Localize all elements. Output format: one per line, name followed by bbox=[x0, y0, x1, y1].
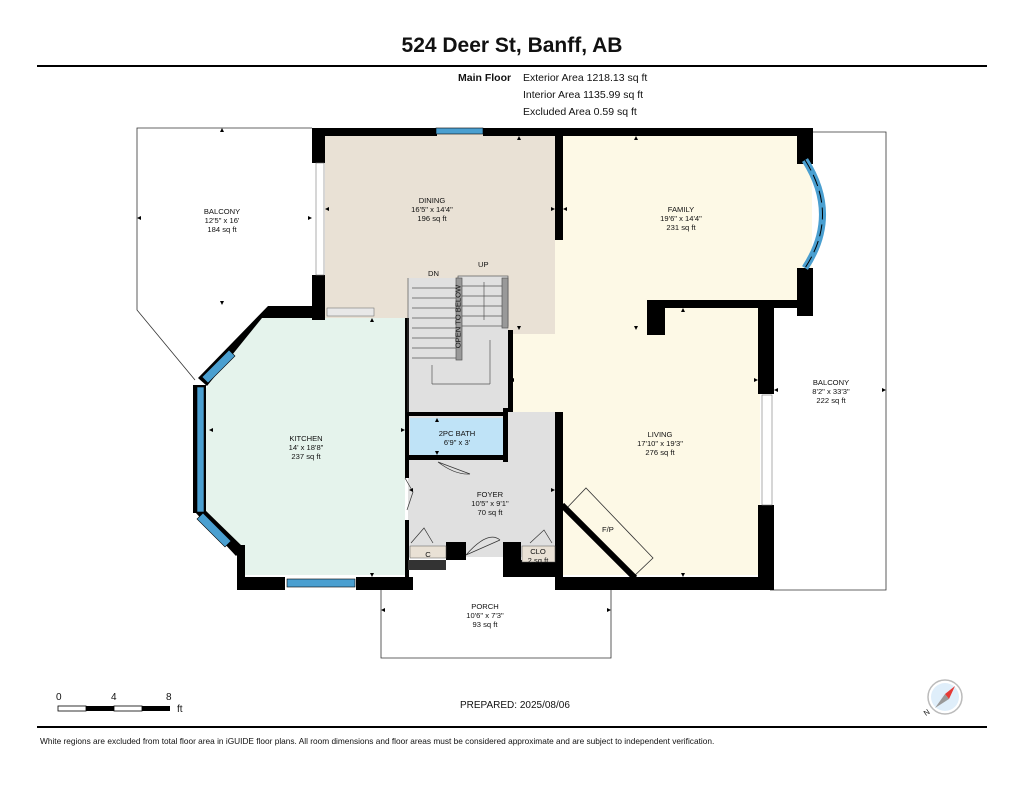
scale-bar bbox=[57, 705, 170, 712]
windows bbox=[196, 127, 826, 588]
disclaimer: White regions are excluded from total fl… bbox=[40, 736, 715, 746]
scale-tick-8: 8 bbox=[166, 692, 172, 703]
bath-fill bbox=[410, 418, 504, 458]
walls bbox=[237, 128, 813, 590]
prepared-date: PREPARED: 2025/08/06 bbox=[460, 700, 570, 711]
page-title: 524 Deer St, Banff, AB bbox=[401, 34, 623, 57]
scale-tick-4: 4 bbox=[111, 692, 117, 703]
scale-tick-0: 0 bbox=[56, 692, 62, 703]
balcony-right-outline bbox=[770, 131, 887, 591]
balcony-left-outline bbox=[136, 127, 312, 381]
dimension-arrows bbox=[137, 128, 886, 612]
kitchen-fill bbox=[205, 318, 405, 575]
excluded-area: Excluded Area 0.59 sq ft bbox=[523, 106, 637, 118]
fireplace-label: F/P bbox=[602, 525, 614, 534]
porch-outline bbox=[380, 590, 612, 659]
exterior-area: Exterior Area 1218.13 sq ft bbox=[523, 72, 648, 84]
family-living-fill bbox=[510, 134, 812, 575]
room-closet-c: C bbox=[425, 550, 431, 559]
header-divider bbox=[37, 65, 987, 67]
stair-down-label: DN bbox=[428, 269, 439, 278]
stairs bbox=[407, 275, 509, 412]
interior-area: Interior Area 1135.99 sq ft bbox=[523, 89, 644, 101]
stair-up-label: UP bbox=[478, 260, 489, 269]
floor-name: Main Floor bbox=[458, 72, 512, 84]
open-to-below-label: OPEN TO BELOW bbox=[453, 284, 463, 349]
compass-icon bbox=[927, 679, 963, 715]
scale-unit: ft bbox=[177, 704, 183, 715]
